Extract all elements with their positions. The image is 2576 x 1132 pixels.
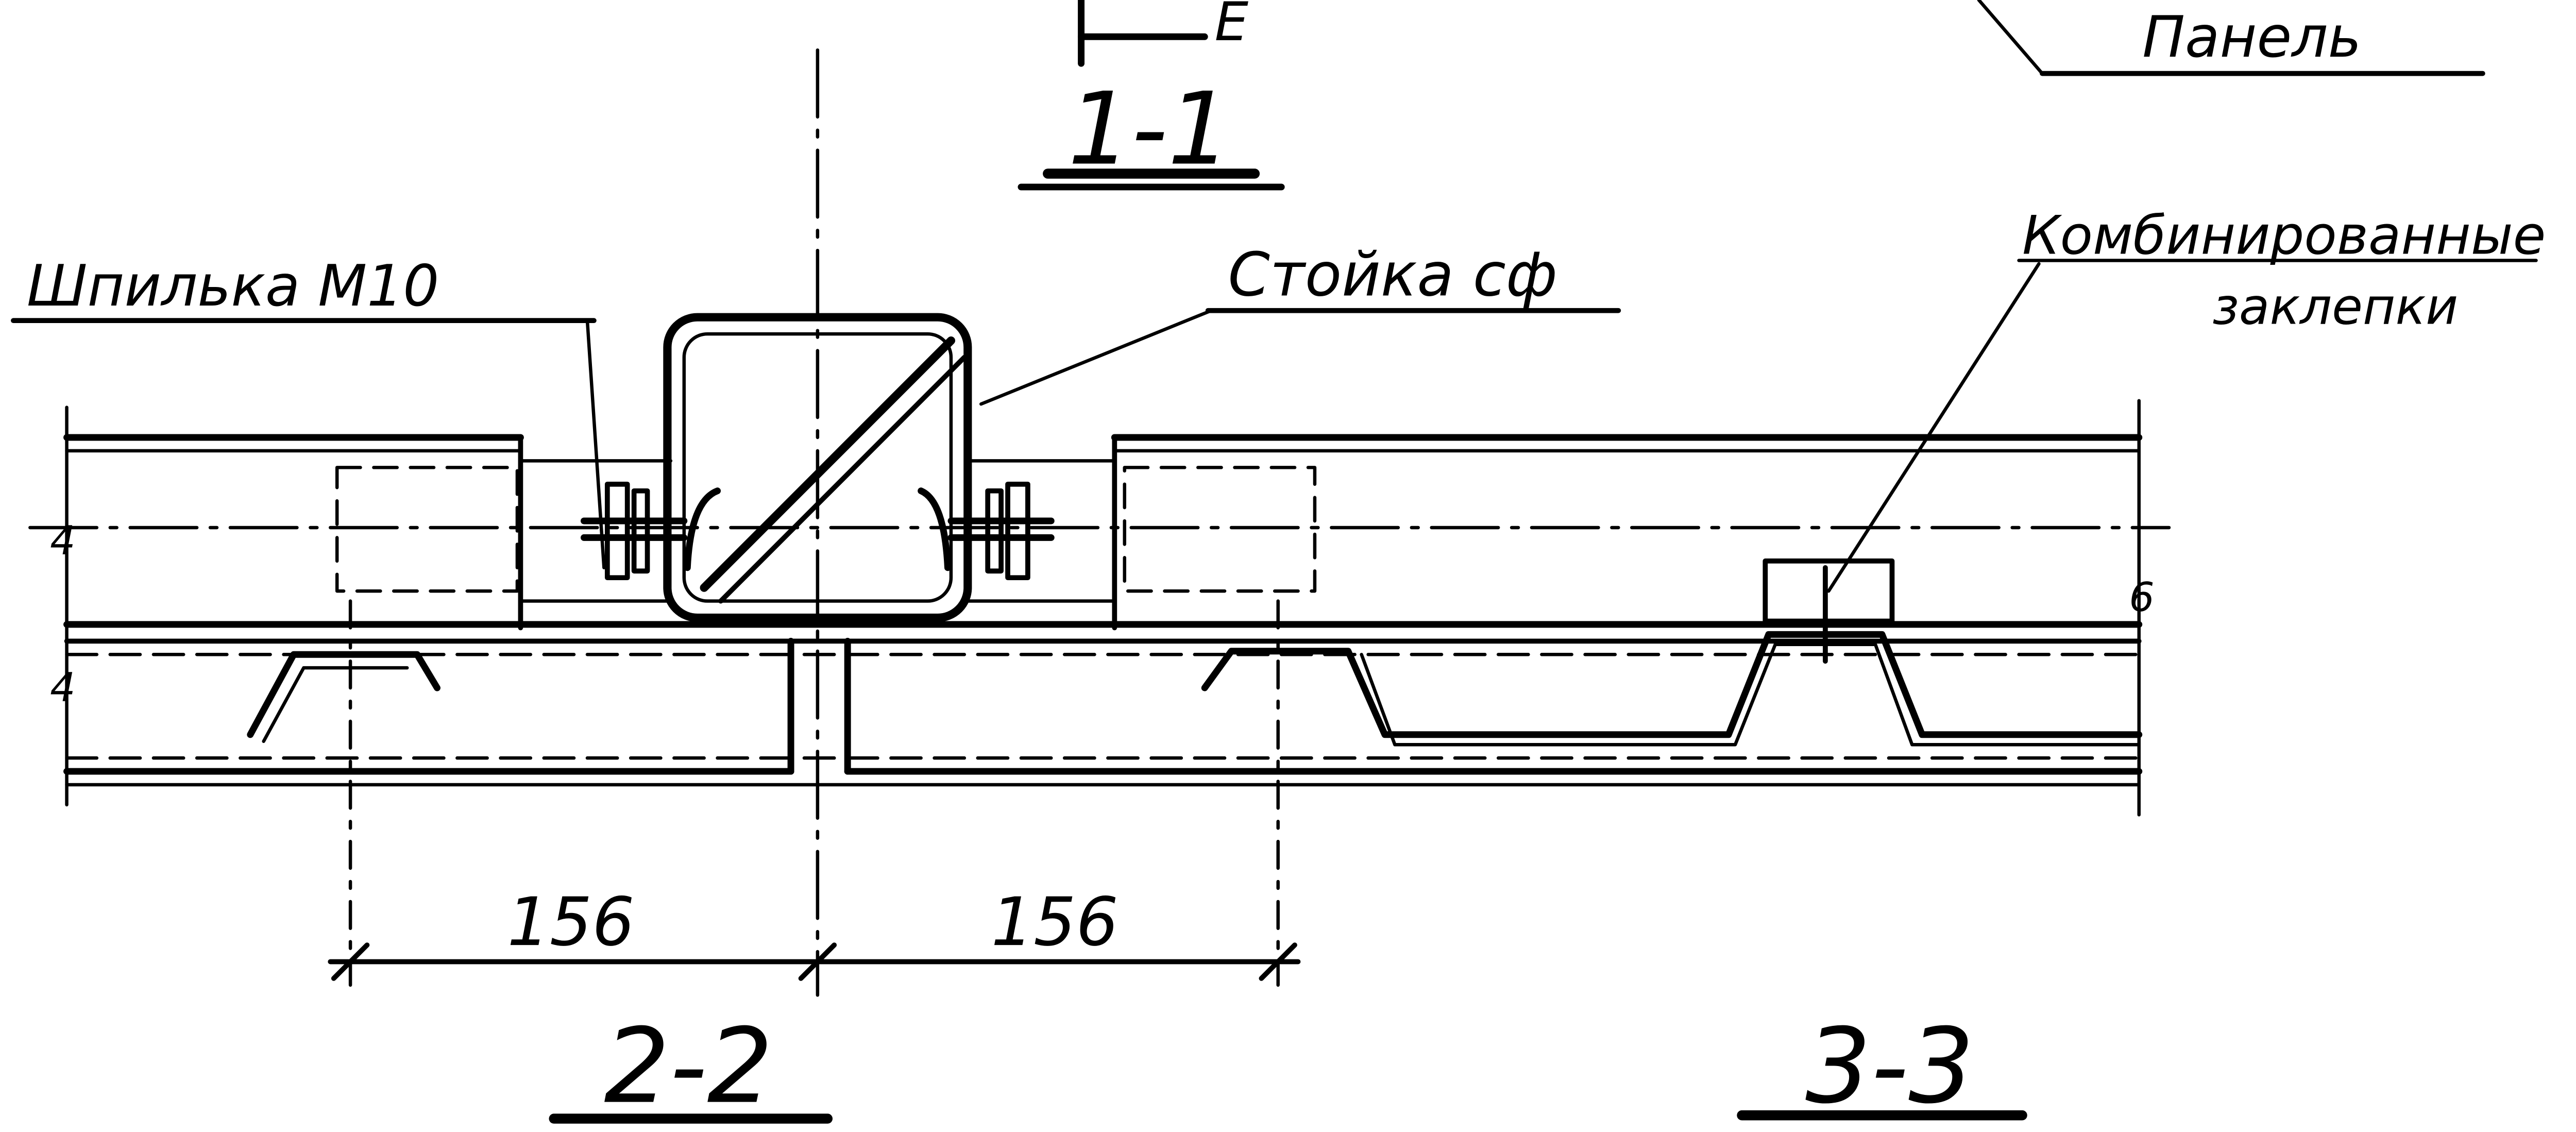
post-callout: Стойка сф	[979, 240, 1621, 406]
svg-text:4: 4	[50, 665, 75, 711]
post-label: Стойка сф	[1228, 240, 1557, 310]
rivets-callout: Комбинированные заклепки	[1827, 205, 2546, 593]
right-stud	[918, 481, 1055, 581]
svg-text:4: 4	[50, 518, 75, 564]
heading-3-3: 3-3	[1737, 1007, 2027, 1127]
wall-assembly: 4 4 6	[28, 313, 2171, 817]
section-1-1-title: 1-1	[1068, 71, 1231, 188]
section-3-3-title: 3-3	[1805, 1007, 1974, 1127]
left-panel	[63, 434, 524, 631]
panel-callout: Панель	[1977, 0, 2485, 76]
dimension-left-value: 156	[507, 883, 635, 961]
heading-1-1: 1-1	[1018, 71, 1285, 191]
rivets-label-line1: Комбинированные	[2022, 205, 2546, 267]
heading-2-2: 2-2	[549, 1007, 833, 1127]
left-stud	[581, 481, 721, 581]
panel-label: Панель	[2142, 4, 2361, 70]
dimension-right-value: 156	[991, 883, 1118, 961]
stud-label: Шпилька М10	[27, 253, 439, 319]
section-2-2-title: 2-2	[604, 1007, 773, 1127]
section-mark-letter: E	[1215, 0, 1249, 53]
svg-text:6: 6	[2129, 575, 2154, 621]
right-panel	[1111, 434, 2143, 631]
rivets-label-line2: заклепки	[2212, 278, 2458, 336]
top-section-mark: E	[1078, 0, 1249, 67]
dimension-line: 156 156	[328, 599, 1301, 987]
stud-callout: Шпилька М10	[11, 253, 606, 569]
